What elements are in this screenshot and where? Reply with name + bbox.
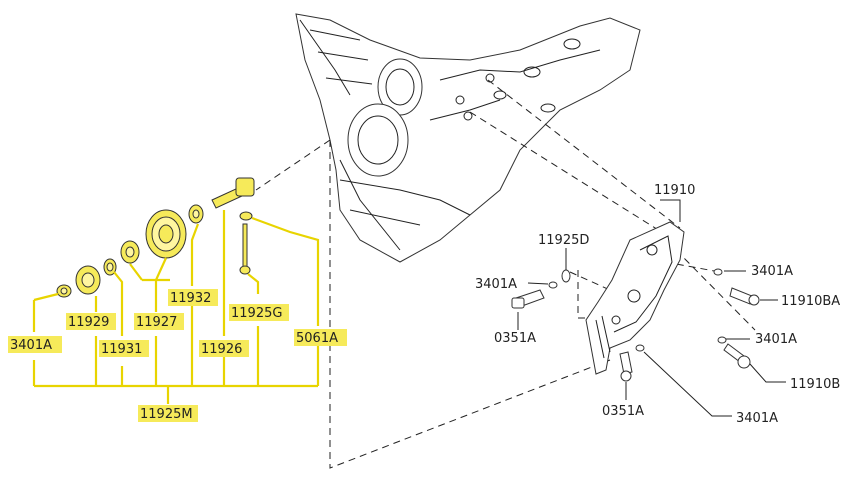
label-11910B: 11910B bbox=[790, 377, 840, 392]
kit-outline bbox=[255, 139, 611, 469]
label-3401A-r2: 3401A bbox=[755, 332, 797, 347]
label-11927: 11927 bbox=[136, 315, 177, 330]
label-11931: 11931 bbox=[101, 342, 142, 357]
label-bg-11926 bbox=[199, 340, 249, 357]
label-11929: 11929 bbox=[68, 315, 109, 330]
leader-3401A-left bbox=[527, 282, 549, 285]
label-bg-11931 bbox=[99, 340, 149, 357]
kit-tree bbox=[32, 210, 320, 404]
dash-line-1 bbox=[487, 79, 681, 229]
kit-outline-2 bbox=[577, 270, 590, 319]
pulley-kit-parts bbox=[56, 177, 255, 298]
label-bg-3401A bbox=[8, 336, 62, 353]
label-11925D: 11925D bbox=[538, 233, 589, 248]
dash-line-4 bbox=[664, 261, 721, 273]
label-11925M: 11925M bbox=[140, 407, 193, 422]
label-3401A-kit: 3401A bbox=[10, 338, 52, 353]
mounting-bracket bbox=[585, 221, 685, 375]
label-0351A-top: 0351A bbox=[494, 331, 536, 346]
label-bg-11925G bbox=[229, 304, 289, 321]
leader-11910 bbox=[660, 199, 681, 222]
hardware-right bbox=[511, 268, 760, 382]
dash-line-2 bbox=[469, 111, 669, 237]
leader-11910B bbox=[749, 363, 786, 383]
label-bg-11929 bbox=[66, 313, 116, 330]
label-0351A-bottom: 0351A bbox=[602, 404, 644, 419]
label-11932: 11932 bbox=[170, 291, 211, 306]
label-11910BA: 11910BA bbox=[781, 294, 840, 309]
label-bg-11932 bbox=[168, 289, 218, 306]
leader-3401A-bottom bbox=[643, 351, 732, 417]
dash-line-3 bbox=[675, 249, 756, 331]
label-5061A: 5061A bbox=[296, 331, 338, 346]
label-bg-5061A bbox=[294, 329, 347, 346]
label-3401A-left: 3401A bbox=[475, 277, 517, 292]
label-11910: 11910 bbox=[654, 183, 695, 198]
label-11926: 11926 bbox=[201, 342, 242, 357]
label-bg-11927 bbox=[134, 313, 184, 330]
label-3401A-r1: 3401A bbox=[751, 264, 793, 279]
engine-block bbox=[295, 13, 641, 263]
label-11925G: 11925G bbox=[231, 306, 282, 321]
label-3401A-bottom: 3401A bbox=[736, 411, 778, 426]
dash-line-5 bbox=[569, 271, 611, 291]
label-bg-11925M bbox=[138, 405, 198, 422]
